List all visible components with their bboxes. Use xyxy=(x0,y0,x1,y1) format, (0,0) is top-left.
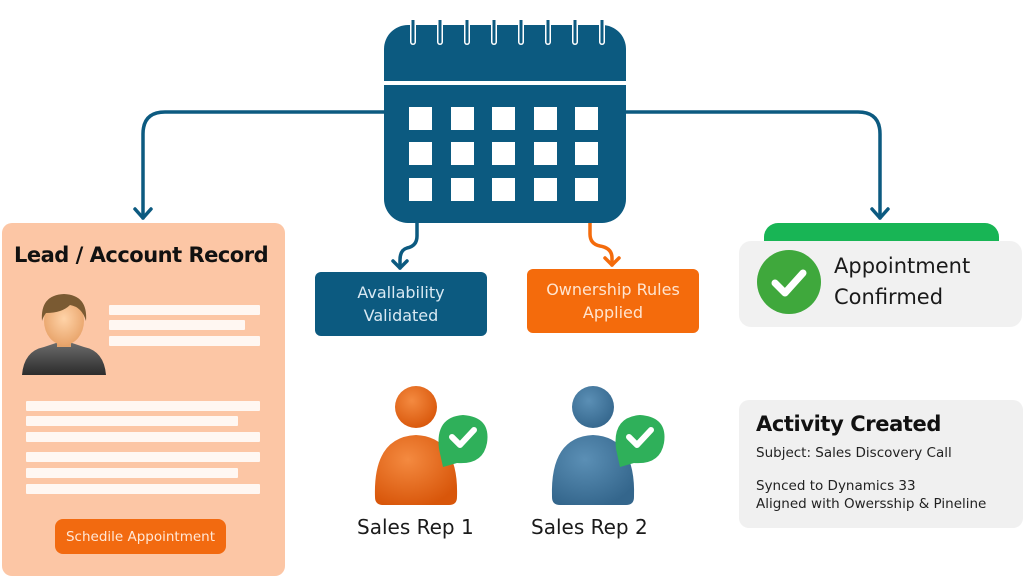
activity-synced: Synced to Dynamics 33 xyxy=(756,478,916,494)
confirmation-text: Appointment Confirmed xyxy=(834,251,970,313)
check-circle-icon xyxy=(757,250,821,314)
connector-to-availability xyxy=(398,220,419,270)
sales-rep-1-icon xyxy=(374,386,488,505)
confirmation-line1: Appointment xyxy=(834,254,971,278)
lead-card-title: Lead / Account Record xyxy=(14,243,269,267)
activity-created-card xyxy=(739,400,1023,528)
activity-aligned: Aligned with Owersship & Pineline xyxy=(756,496,987,512)
connector-to-ownership xyxy=(588,220,614,267)
sales-rep-2-label: Sales Rep 2 xyxy=(531,515,648,539)
connector-to-lead xyxy=(141,110,388,220)
availability-line1: Avallability xyxy=(357,283,445,302)
calendar-icon xyxy=(384,20,626,223)
person-icon xyxy=(22,294,106,375)
arrowhead-ownership xyxy=(603,256,621,267)
activity-subject: Subject: Sales Discovery Call xyxy=(756,445,952,461)
connector-to-confirm xyxy=(624,110,882,220)
sales-rep-1-label: Sales Rep 1 xyxy=(357,515,474,539)
activity-title: Activity Created xyxy=(756,412,941,436)
arrowhead-lead xyxy=(133,207,153,220)
ownership-rules-box: Ownership Rules Applied xyxy=(527,269,699,333)
confirmation-line2: Confirmed xyxy=(834,285,944,309)
ownership-line1: Ownership Rules xyxy=(546,280,680,299)
arrowhead-availability xyxy=(391,259,409,270)
lead-account-card xyxy=(2,223,285,576)
ownership-line2: Applied xyxy=(582,303,644,322)
schedule-appointment-button[interactable]: Schedile Appointment xyxy=(55,519,226,554)
sales-rep-2-icon xyxy=(551,386,665,505)
arrowhead-confirm xyxy=(870,207,890,220)
availability-validated-box: Avallability Validated xyxy=(315,272,487,336)
availability-line2: Validated xyxy=(363,306,439,325)
